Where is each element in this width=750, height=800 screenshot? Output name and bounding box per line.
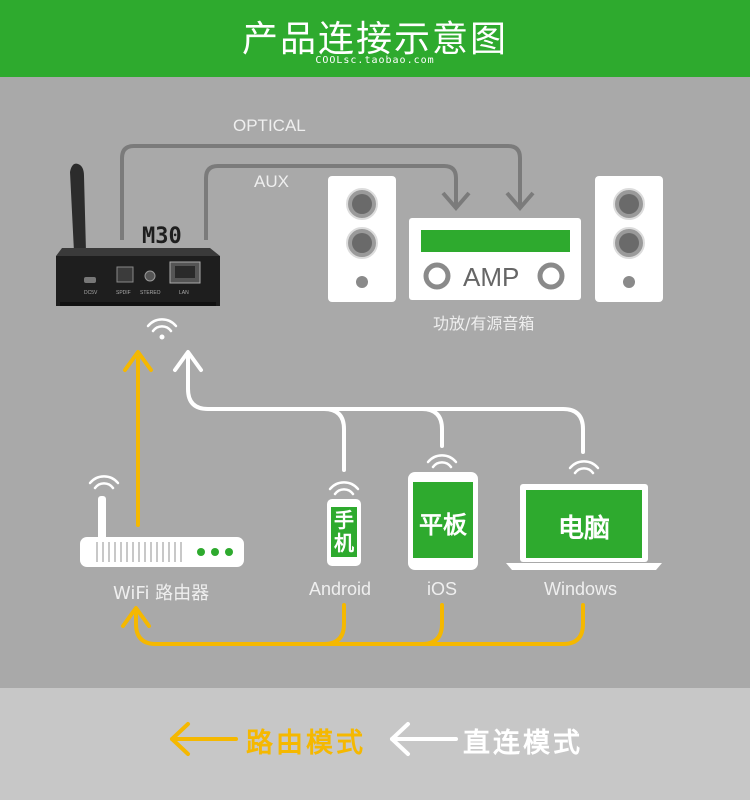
android-caption: Android <box>309 579 372 599</box>
direct-mode-lines <box>173 350 585 472</box>
port-label-spdif: SPDIF <box>116 290 131 296</box>
router-mode-arrow-icon <box>170 722 238 756</box>
direct-mode-arrow-icon <box>390 722 458 756</box>
ios-tablet <box>408 472 478 570</box>
router-led-3 <box>225 548 233 556</box>
spdif-port <box>116 266 134 283</box>
m30-wifi-icon <box>146 318 178 340</box>
dc-port <box>84 277 96 283</box>
laptop-base <box>506 563 662 570</box>
phone-screen <box>331 507 357 557</box>
right-speaker <box>595 176 663 302</box>
ios-wifi-icon <box>426 454 458 469</box>
legend-area <box>0 688 750 800</box>
amp-caption: 功放/有源音箱 <box>433 314 535 333</box>
page-title: 产品连接示意图 <box>241 19 508 60</box>
android-screen-text: 手 机 <box>329 509 359 555</box>
ios-direct-line <box>420 407 444 448</box>
amp-left-knob <box>423 262 451 290</box>
router-to-m30-arrowhead <box>123 350 153 372</box>
router-led-2 <box>211 548 219 556</box>
windows-laptop <box>506 484 662 570</box>
device-bottom <box>60 302 216 306</box>
amp-unit <box>409 218 581 300</box>
wifi-router <box>80 496 244 567</box>
stereo-port <box>144 270 156 282</box>
clients-to-router-line <box>134 603 346 646</box>
android-screen-char-1: 手 <box>334 508 354 532</box>
antenna-icon <box>70 163 86 252</box>
device-top <box>56 248 220 256</box>
android-phone <box>327 499 361 566</box>
direct-to-m30-arrowhead <box>173 350 203 372</box>
header: 产品连接示意图 COOLsc.taobao.com <box>0 0 750 77</box>
optical-line <box>120 144 522 240</box>
android-wifi-icon <box>328 481 360 496</box>
windows-caption: Windows <box>544 579 618 599</box>
router-vents <box>96 542 182 562</box>
port-label-dc: DC5V <box>84 290 98 296</box>
amp-label: AMP <box>463 262 520 292</box>
left-speaker <box>328 176 396 302</box>
optical-arrowhead <box>505 191 535 212</box>
router-wifi-icon <box>88 475 120 490</box>
tablet-screen <box>413 482 473 558</box>
router-caption: WiFi 路由器 <box>113 583 210 604</box>
m30-device <box>56 163 220 306</box>
lan-port-inner <box>175 266 195 278</box>
legend-direct-mode: 直连模式 <box>463 728 583 759</box>
device-model-label: M30 <box>142 224 182 249</box>
laptop-screen <box>526 490 642 558</box>
router-led-1 <box>197 548 205 556</box>
direct-trunk <box>186 354 585 454</box>
windows-wifi-icon <box>568 460 600 475</box>
optical-label: OPTICAL <box>233 116 306 135</box>
router-antenna <box>98 496 106 540</box>
ios-screen-text: 平板 <box>419 511 467 539</box>
windows-screen-text: 电脑 <box>557 514 610 544</box>
aux-line <box>204 164 458 240</box>
aux-arrowhead <box>441 191 471 212</box>
port-label-stereo: STEREO <box>140 290 161 296</box>
aux-label: AUX <box>254 172 289 191</box>
amp-display <box>421 230 570 252</box>
ios-caption: iOS <box>427 579 458 599</box>
legend-router-mode: 路由模式 <box>246 728 366 759</box>
amp-right-knob <box>537 262 565 290</box>
header-subtitle: COOLsc.taobao.com <box>315 55 435 66</box>
android-screen-char-2: 机 <box>334 531 354 555</box>
router-mode-lines <box>121 350 585 646</box>
port-label-lan: LAN <box>179 290 189 296</box>
android-direct-line <box>322 407 346 472</box>
clients-to-router-arrowhead <box>121 606 151 628</box>
